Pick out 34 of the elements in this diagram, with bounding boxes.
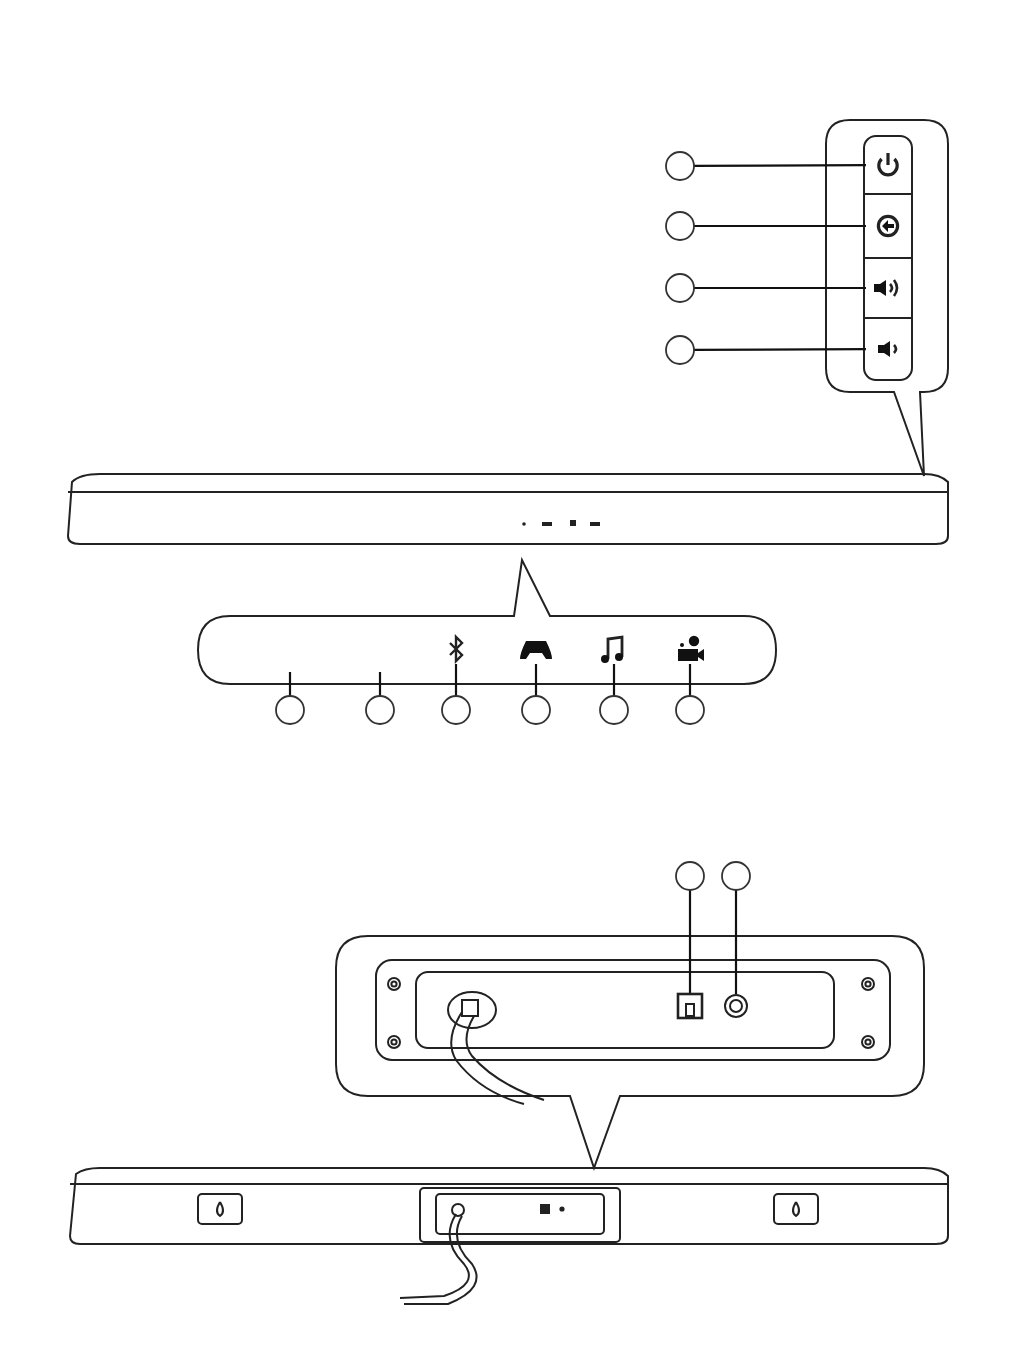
leader-line [734,890,738,994]
leader-line [288,672,292,696]
leader-line [612,664,616,696]
callout-circle [675,861,705,891]
callout-circle [665,151,695,181]
callout-circle [665,273,695,303]
callout-circle [665,335,695,365]
callout-circle [521,695,551,725]
source-button [876,214,900,238]
leader-line [694,224,866,228]
aux-jack [724,994,748,1018]
callout-circle [675,695,705,725]
callout-circle [365,695,395,725]
leader-line [454,664,458,696]
callout-circle [665,211,695,241]
leader-line [688,890,692,994]
volume-down-button [878,341,898,357]
leader-line [694,286,866,290]
movie-camera-icon [678,635,704,661]
leader-line [378,672,382,696]
volume-up-button [874,279,899,297]
gamepad-icon [520,641,552,659]
bluetooth-icon [449,634,464,664]
callout-circle [275,695,305,725]
leader-line [688,664,692,696]
leader-line [694,164,866,168]
music-note-icon [601,635,624,663]
callout-circle [721,861,751,891]
optical-port [676,992,704,1020]
callout-circle [599,695,629,725]
callout-circle [441,695,471,725]
leader-line [534,664,538,696]
leader-line [694,348,866,352]
power-button [877,153,899,177]
